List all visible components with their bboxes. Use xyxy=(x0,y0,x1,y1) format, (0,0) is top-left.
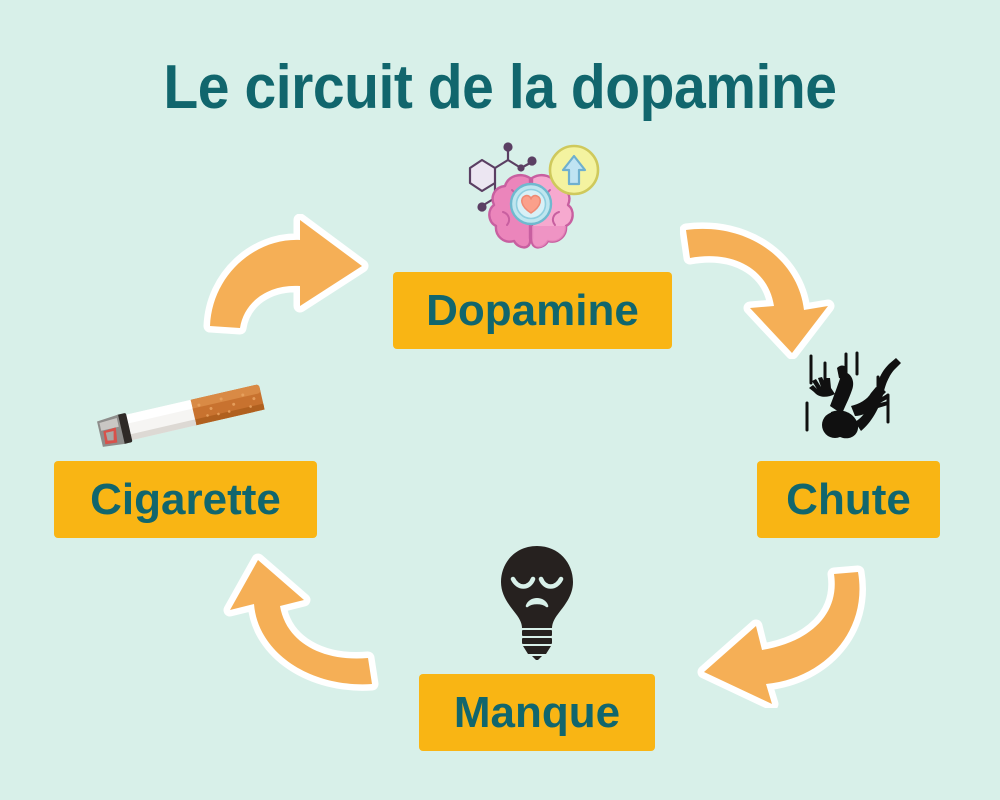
sad-lightbulb-icon xyxy=(497,544,577,660)
stage-label-cigarette[interactable]: Cigarette xyxy=(54,461,317,538)
curved-arrow-up-right-icon xyxy=(196,213,376,336)
curved-arrow-down-right-icon xyxy=(679,214,852,360)
curved-arrow-up-left-icon xyxy=(200,548,384,694)
brain-heart-icon xyxy=(462,138,602,256)
stage-label-manque[interactable]: Manque xyxy=(419,674,655,751)
cigarette-icon xyxy=(88,382,278,450)
curved-arrow-down-left-icon xyxy=(688,562,872,711)
page-title: Le circuit de la dopamine xyxy=(163,53,837,122)
falling-person-icon xyxy=(795,350,905,448)
stage-label-chute[interactable]: Chute xyxy=(757,461,940,538)
stage-label-dopamine[interactable]: Dopamine xyxy=(393,272,672,349)
